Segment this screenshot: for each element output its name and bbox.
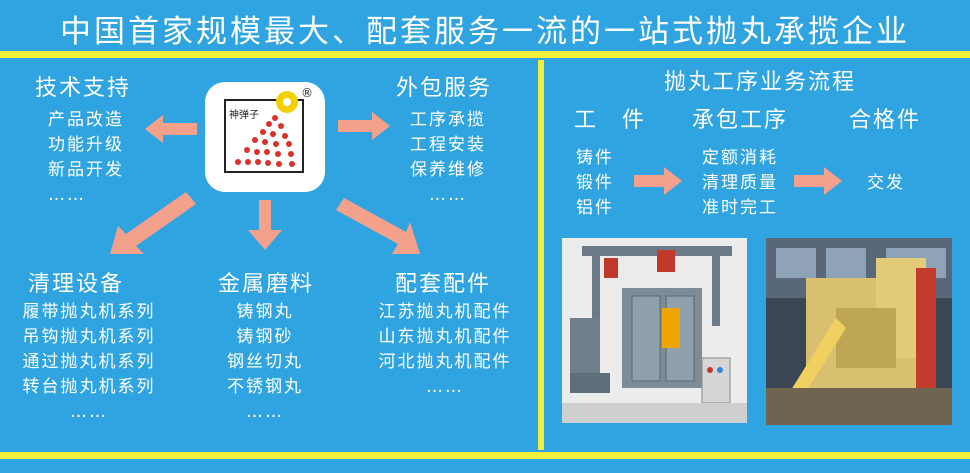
cleaning-equipment-title: 清理设备 — [28, 272, 125, 297]
list-item: 铸钢丸 — [236, 302, 294, 322]
accessories-title: 配套配件 — [395, 272, 492, 297]
list-item: 工程安装 — [410, 135, 486, 155]
tech-support-title: 技术支持 — [35, 76, 132, 101]
list-item: 转台抛丸机系列 — [22, 377, 156, 397]
list-item: 定额消耗 — [702, 148, 778, 168]
list-item: 履带抛丸机系列 — [22, 302, 156, 322]
list-item: …… — [48, 185, 86, 205]
arrow-right-icon — [634, 167, 682, 195]
workshop-illustration — [766, 238, 952, 425]
outsourcing-title: 外包服务 — [396, 76, 493, 101]
list-item: …… — [70, 402, 108, 422]
column-workpiece: 工 件 — [573, 108, 646, 133]
bottom-divider — [0, 452, 970, 459]
list-item: 锻件 — [576, 173, 614, 193]
logo-graphic — [224, 91, 304, 173]
list-item: 新品开发 — [48, 160, 124, 180]
contracting-steps-list: 定额消耗 清理质量 准时完工 — [688, 146, 792, 221]
workshop-machine-photo — [766, 238, 952, 425]
list-item: 保养维修 — [410, 160, 486, 180]
arrow-down-left-icon — [110, 192, 196, 254]
hook-blasting-machine-photo — [562, 238, 747, 423]
list-item: 功能升级 — [48, 135, 124, 155]
list-item: 铸钢砂 — [236, 327, 294, 347]
list-item: 铝件 — [576, 198, 614, 218]
company-logo: 神弹子 ® — [205, 82, 325, 192]
list-item: 河北抛丸机配件 — [378, 352, 512, 372]
list-item: 准时完工 — [702, 198, 778, 218]
tech-support-list: 产品改造 功能升级 新品开发 …… — [48, 108, 124, 208]
list-item: …… — [246, 402, 284, 422]
cleaning-equipment-list: 履带抛丸机系列 吊钩抛丸机系列 通过抛丸机系列 转台抛丸机系列 …… — [8, 300, 170, 425]
result-label: 交发 — [867, 173, 905, 193]
arrow-right-icon — [338, 112, 390, 140]
top-divider — [0, 51, 970, 58]
arrow-down-right-icon — [336, 198, 420, 254]
list-item: 江苏抛丸机配件 — [378, 302, 512, 322]
workpiece-list: 铸件 锻件 铝件 — [560, 146, 630, 221]
logo-text: 神弹子 — [229, 110, 259, 121]
list-item: …… — [429, 185, 467, 205]
accessories-list: 江苏抛丸机配件 山东抛丸机配件 河北抛丸机配件 …… — [365, 300, 525, 400]
metal-abrasive-title: 金属磨料 — [218, 272, 315, 297]
headline: 中国首家规模最大、配套服务一流的一站式抛丸承揽企业 — [60, 14, 910, 50]
arrow-right-icon — [794, 167, 842, 195]
list-item: 清理质量 — [702, 173, 778, 193]
registered-mark: ® — [301, 86, 313, 100]
list-item: …… — [426, 377, 464, 397]
arrow-left-icon — [145, 115, 197, 143]
list-item: 产品改造 — [48, 110, 124, 130]
vertical-divider — [538, 60, 544, 450]
process-title: 抛丸工序业务流程 — [663, 70, 856, 95]
column-qualified: 合格件 — [848, 108, 921, 133]
column-contracting: 承包工序 — [691, 108, 788, 133]
outsourcing-list: 工序承揽 工程安装 保养维修 …… — [398, 108, 498, 208]
list-item: 吊钩抛丸机系列 — [22, 327, 156, 347]
arrow-down-icon — [248, 200, 282, 250]
list-item: 工序承揽 — [410, 110, 486, 130]
list-item: 通过抛丸机系列 — [22, 352, 156, 372]
list-item: 铸件 — [576, 148, 614, 168]
machine-illustration — [562, 238, 747, 423]
list-item: 不锈钢丸 — [227, 377, 303, 397]
metal-abrasive-list: 铸钢丸 铸钢砂 钢丝切丸 不锈钢丸 …… — [210, 300, 320, 425]
list-item: 钢丝切丸 — [227, 352, 303, 372]
list-item: 山东抛丸机配件 — [378, 327, 512, 347]
